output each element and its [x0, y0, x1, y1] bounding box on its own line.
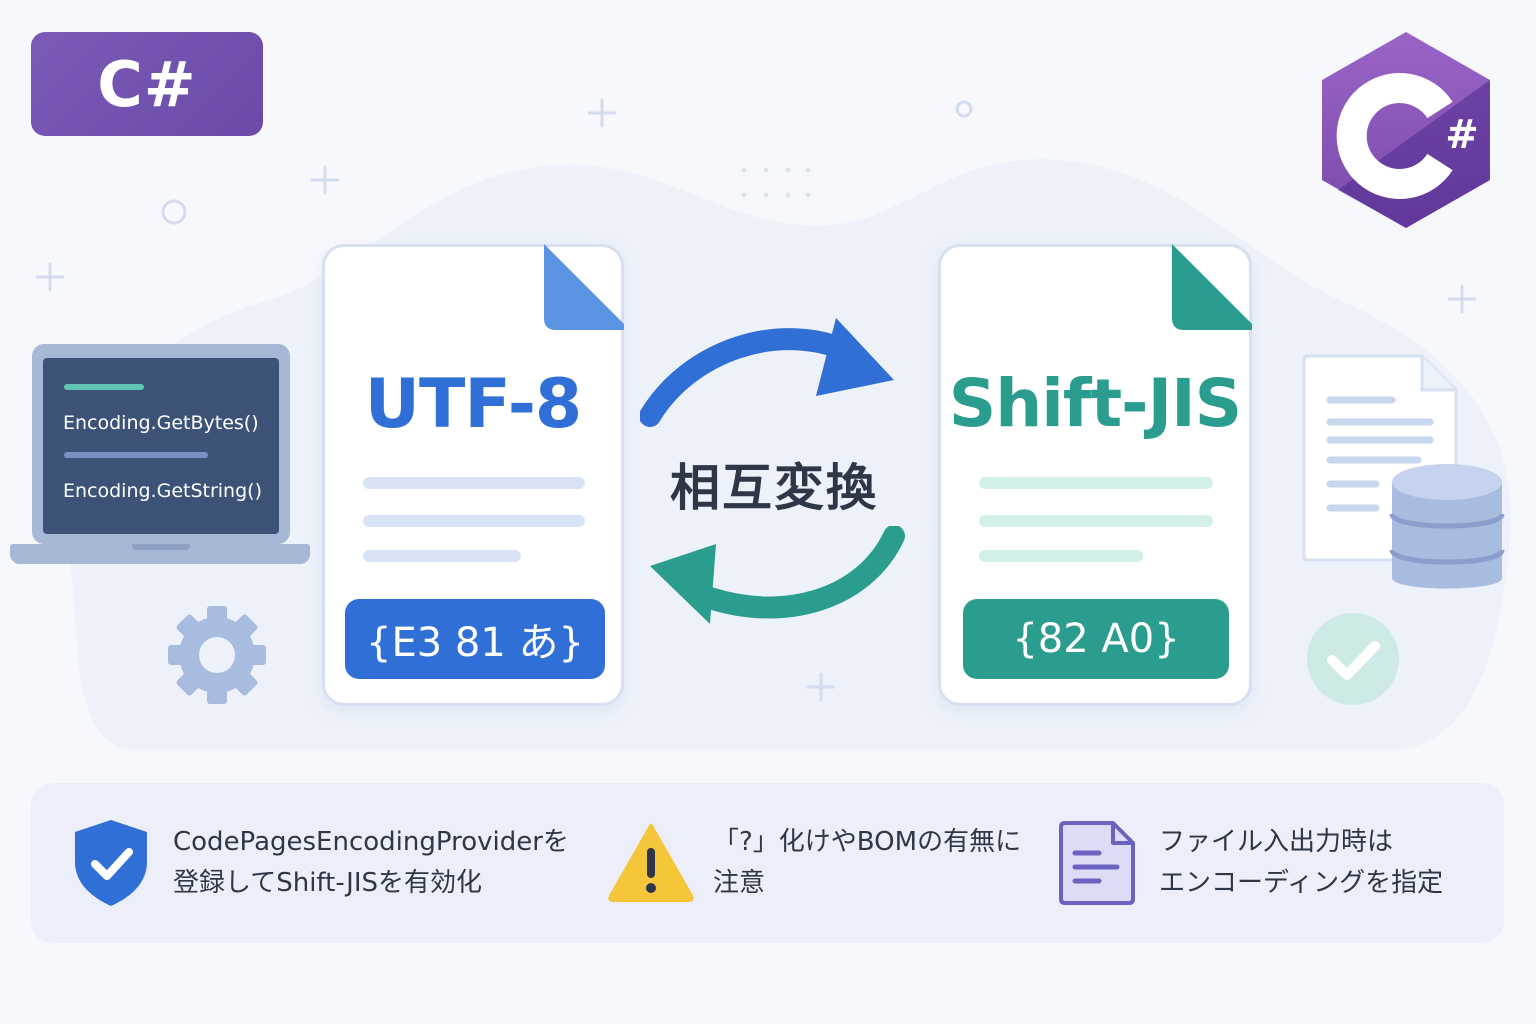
code-line-getbytes: Encoding.GetBytes() — [63, 412, 259, 434]
info-text-provider: CodePagesEncodingProviderを 登録してShift-JIS… — [173, 822, 569, 904]
sjis-document: Shift-JIS {82 A0} — [938, 244, 1252, 706]
utf8-document: UTF-8 {E3 81 あ} — [322, 244, 624, 706]
laptop-display: Encoding.GetBytes() Encoding.GetString() — [43, 358, 279, 534]
laptop-base — [10, 544, 310, 564]
laptop-screen: Encoding.GetBytes() Encoding.GetString() — [32, 344, 290, 544]
info-provider-line-1: CodePagesEncodingProviderを — [173, 827, 569, 857]
shield-check-icon — [75, 820, 147, 906]
utf8-title: UTF-8 — [364, 365, 583, 444]
svg-text:#: # — [1445, 112, 1479, 158]
info-warning-line-2: 注意 — [713, 868, 766, 898]
info-text-file-io: ファイル入出力時は エンコーディングを指定 — [1159, 822, 1443, 904]
sjis-title: Shift-JIS — [948, 365, 1242, 442]
info-warning-line-1: 「?」化けやBOMの有無に — [713, 827, 1022, 857]
sjis-doc-fold — [1172, 244, 1252, 330]
gear-icon — [168, 606, 266, 704]
csharp-badge: C# — [31, 32, 263, 136]
code-bar-accent — [64, 384, 144, 390]
utf8-text-line-2 — [363, 515, 585, 527]
code-line-getstring: Encoding.GetString() — [63, 480, 262, 502]
info-item-provider: CodePagesEncodingProviderを 登録してShift-JIS… — [71, 783, 591, 943]
conversion-label: 相互変換 — [670, 459, 878, 517]
info-file-io-line-2: エンコーディングを指定 — [1159, 868, 1444, 898]
arrow-right-icon — [640, 318, 894, 427]
utf8-text-line-1 — [363, 477, 585, 489]
laptop-illustration: Encoding.GetBytes() Encoding.GetString() — [10, 344, 310, 569]
info-provider-line-2: 登録してShift-JISを有効化 — [173, 868, 482, 898]
csharp-badge-label: C# — [97, 47, 197, 121]
utf8-bytes: {E3 81 あ} — [345, 599, 605, 679]
sjis-bytes: {82 A0} — [963, 599, 1229, 679]
laptop-notch — [132, 544, 190, 550]
database-icon — [1389, 464, 1505, 589]
code-bar-divider — [64, 452, 208, 458]
check-circle-icon — [1307, 613, 1399, 705]
utf8-text-line-3 — [363, 550, 521, 562]
utf8-doc-fold — [544, 244, 624, 330]
info-item-file-io: ファイル入出力時は エンコーディングを指定 — [1059, 783, 1499, 943]
info-file-io-line-1: ファイル入出力時は — [1159, 827, 1394, 857]
sjis-text-line-3 — [979, 550, 1143, 562]
file-text-icon — [1059, 821, 1135, 905]
sjis-text-line-2 — [979, 515, 1213, 527]
info-panel: CodePagesEncodingProviderを 登録してShift-JIS… — [31, 783, 1504, 943]
csharp-logo-icon: # — [1322, 32, 1490, 228]
arrow-left-icon — [650, 526, 905, 624]
sjis-text-line-1 — [979, 477, 1213, 489]
warning-icon — [608, 824, 694, 902]
info-item-warning: 「?」化けやBOMの有無に 注意 — [607, 783, 1047, 943]
info-text-warning: 「?」化けやBOMの有無に 注意 — [713, 822, 1021, 904]
